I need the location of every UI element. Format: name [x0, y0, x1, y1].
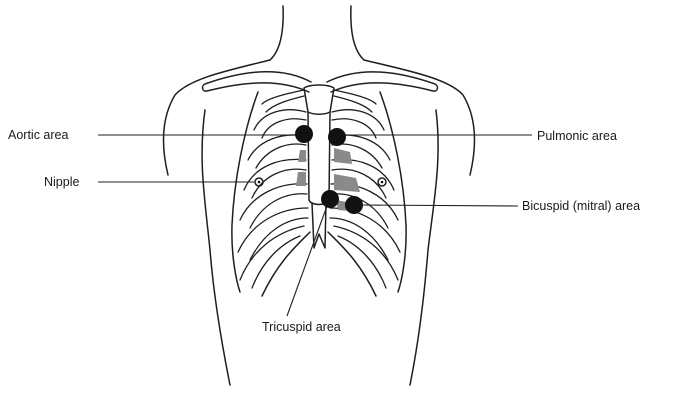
bicuspid-label: Bicuspid (mitral) area [522, 199, 640, 213]
aortic-label: Aortic area [8, 128, 68, 142]
right-flank [410, 110, 438, 385]
rib-cage-right-edge [380, 92, 406, 292]
tricuspid-label: Tricuspid area [262, 320, 341, 334]
pulmonic-point [328, 128, 346, 146]
left-clavicle [203, 72, 311, 92]
manubrium [304, 85, 334, 114]
aortic-point [295, 125, 313, 143]
tricuspid-leader [287, 206, 327, 316]
pulmonic-label: Pulmonic area [537, 129, 617, 143]
labels: Aortic area Nipple Pulmonic area Bicuspi… [8, 128, 640, 334]
left-shoulder [164, 60, 270, 175]
rib-cage-boundary [232, 92, 406, 292]
neck-left [270, 6, 283, 60]
right-shoulder [364, 60, 474, 175]
leader-lines [98, 135, 532, 316]
rib-cage-left-edge [232, 92, 258, 292]
costal-margin [262, 232, 376, 296]
bicuspid-leader [360, 205, 518, 206]
sternum [304, 85, 334, 248]
tricuspid-point [321, 190, 339, 208]
left-flank [202, 110, 230, 385]
clavicles [203, 72, 438, 92]
nipples [255, 178, 386, 186]
neck-right [351, 6, 364, 60]
nipple-label: Nipple [44, 175, 79, 189]
sternal-body [308, 112, 330, 205]
bicuspid-point [345, 196, 363, 214]
